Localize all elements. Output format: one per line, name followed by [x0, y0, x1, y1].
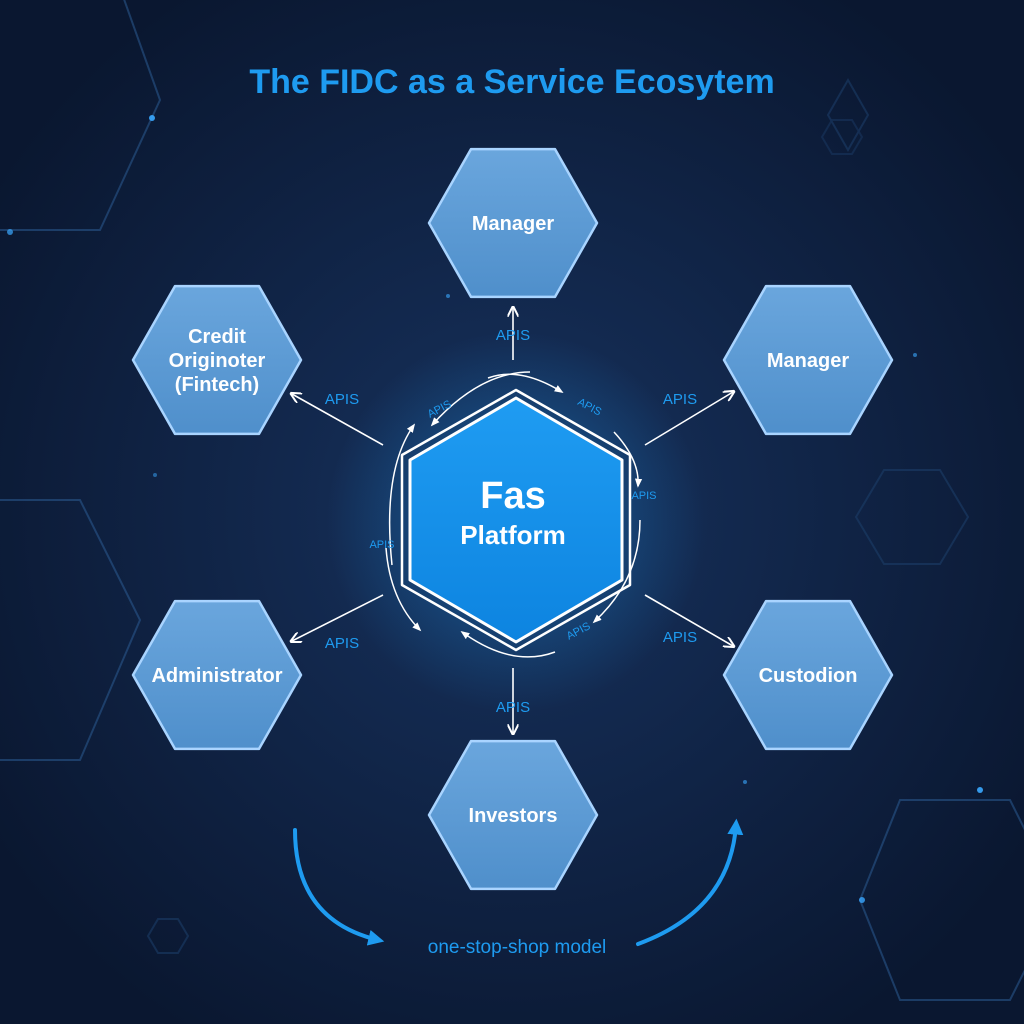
- ring-arrow-top-left: [430, 371, 531, 427]
- node-bottom: Investors: [427, 739, 599, 891]
- api-label-lower-right: APIS: [663, 629, 697, 646]
- ring-arrow-right-lower: [592, 519, 641, 624]
- api-label-upper-left: APIS: [325, 391, 359, 408]
- node-lower-right: Custodion: [722, 599, 894, 751]
- node-hexagon: [131, 599, 303, 751]
- api-ring: [385, 371, 643, 658]
- stakeholder-nodes: ManagerManagerCustodionInvestorsAdminist…: [131, 147, 894, 891]
- api-label-lower-left: APIS: [325, 635, 359, 652]
- node-hexagon: [722, 284, 894, 436]
- footer-arrow-right: [636, 818, 744, 946]
- node-label: Administrator: [151, 665, 282, 687]
- node-hexagon: [131, 284, 303, 436]
- background-glow-dots: [7, 115, 983, 903]
- connector-upper-left: [292, 394, 384, 446]
- ring-arrow-left-lower: [385, 547, 422, 632]
- center-label-line1: Fas: [480, 475, 545, 517]
- node-label: Originoter: [169, 350, 266, 372]
- node-label: Credit: [188, 326, 246, 348]
- ring-label-right: APIS: [631, 490, 656, 502]
- footer-arrows: [293, 818, 744, 946]
- ring-arrow-right: [613, 431, 643, 488]
- center-platform: Fas Platform: [400, 388, 632, 652]
- node-hexagon: [427, 739, 599, 891]
- footer-arrow-left: [293, 828, 385, 946]
- node-label: Investors: [469, 805, 558, 827]
- node-label: Manager: [472, 213, 554, 235]
- center-hexagon: [408, 396, 624, 644]
- diagram-title: The FIDC as a Service Ecosytem: [249, 63, 774, 101]
- api-label-bottom: APIS: [496, 699, 530, 716]
- ring-arrow-top-right: [487, 373, 564, 393]
- center-label-line2: Platform: [460, 520, 565, 550]
- node-lower-left: Administrator: [131, 599, 303, 751]
- node-hexagon: [427, 147, 599, 299]
- api-label-upper-right: APIS: [663, 391, 697, 408]
- node-top: Manager: [427, 147, 599, 299]
- connector-upper-right: [644, 392, 733, 446]
- connector-lower-right: [644, 594, 733, 646]
- connector-lower-left: [292, 594, 384, 641]
- ring-arrow-bottom: [460, 630, 556, 658]
- node-label: Manager: [767, 350, 849, 372]
- connectors: [292, 308, 733, 733]
- node-upper-right: Manager: [722, 284, 894, 436]
- ring-label-left: APIS: [369, 539, 394, 551]
- background-hexagon-decor: [0, 0, 1024, 1001]
- node-hexagon: [722, 599, 894, 751]
- center-hexagon-outer-ring: [400, 388, 632, 652]
- node-label: (Fintech): [175, 374, 259, 396]
- footer-label: one-stop-shop model: [428, 937, 607, 958]
- connector-labels: APIS APIS APIS APIS APIS APIS: [325, 327, 697, 716]
- ring-arrow-left: [388, 423, 416, 566]
- node-label: Custodion: [759, 665, 858, 687]
- api-label-top: APIS: [496, 327, 530, 344]
